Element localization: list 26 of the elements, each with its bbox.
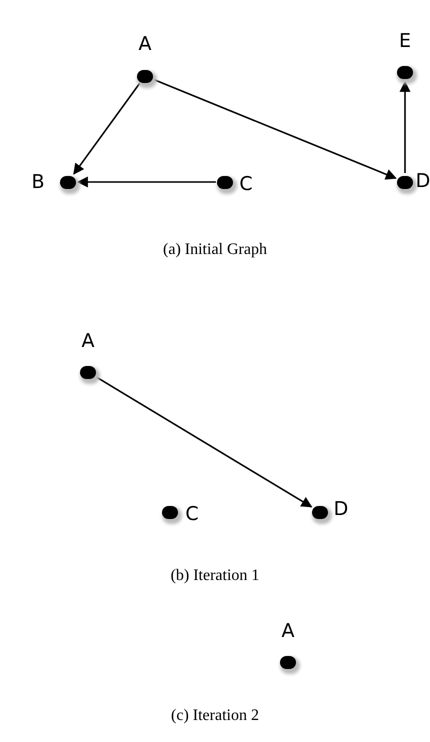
vertex-label: A bbox=[80, 332, 96, 351]
arrow bbox=[153, 78, 397, 180]
vertex-label: C bbox=[184, 505, 200, 524]
graph-vertex bbox=[312, 506, 328, 518]
caption: (a) Initial Graph bbox=[163, 242, 267, 258]
graph-vertex bbox=[217, 176, 233, 188]
vertex-label: D bbox=[332, 500, 350, 519]
graph-vertex bbox=[80, 366, 96, 378]
arrow bbox=[400, 80, 410, 173]
caption: (b) Iteration 1 bbox=[170, 568, 260, 584]
vertex-label: D bbox=[414, 172, 430, 191]
vertex-label: A bbox=[138, 35, 152, 54]
vertex-label: B bbox=[30, 173, 46, 192]
graph-vertex bbox=[280, 656, 296, 668]
arrow bbox=[76, 176, 216, 188]
vertex-label: E bbox=[398, 32, 412, 51]
graph-vertex bbox=[60, 176, 76, 188]
graph-vertex bbox=[397, 176, 413, 188]
vertex-label: C bbox=[238, 175, 254, 194]
caption: (c) Iteration 2 bbox=[171, 708, 259, 724]
arrow bbox=[73, 82, 140, 175]
arrow bbox=[95, 376, 312, 508]
graph-vertex bbox=[162, 506, 178, 518]
graph-vertex bbox=[137, 70, 153, 82]
graph-vertex bbox=[397, 66, 413, 78]
vertex-label: A bbox=[280, 622, 296, 641]
